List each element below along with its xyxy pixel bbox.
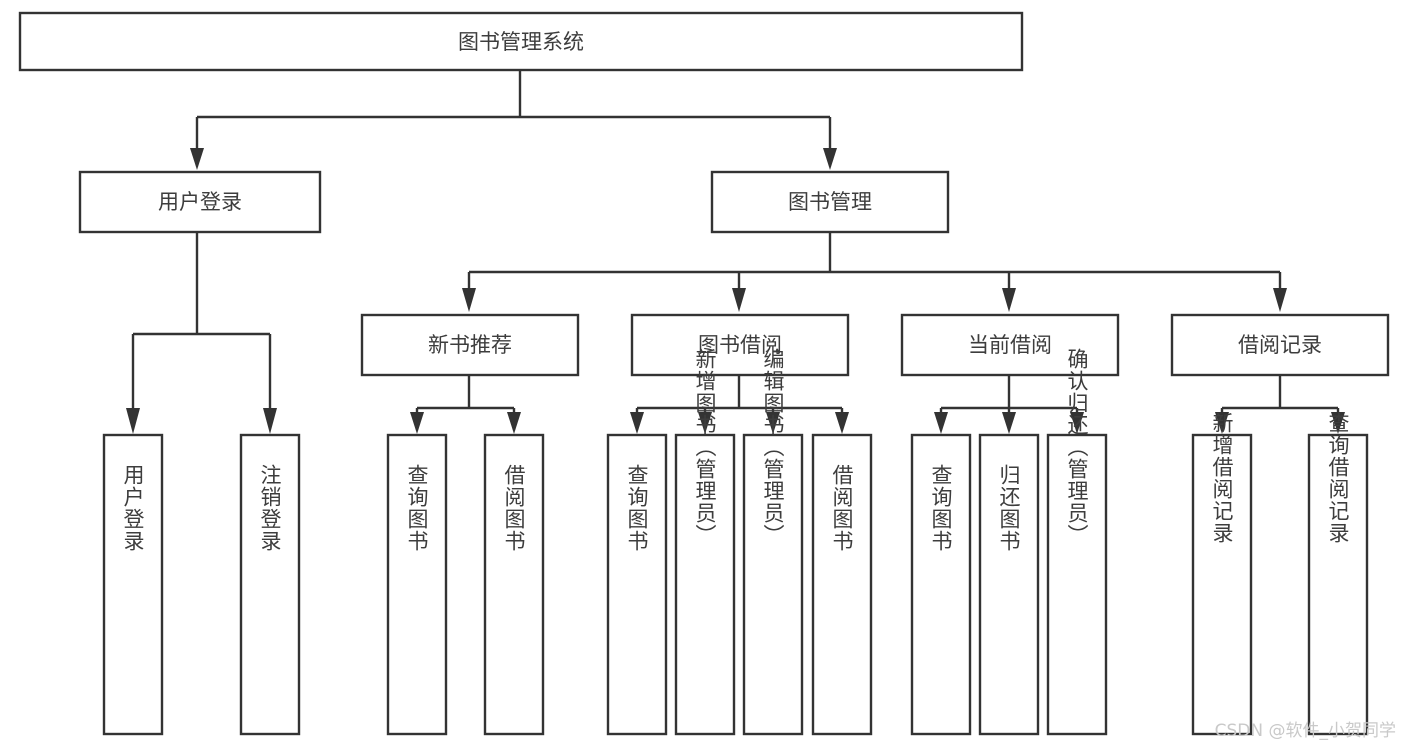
node-user-login[interactable]: 用户登录 [78, 170, 322, 234]
node-leaf-user-login-box[interactable] [102, 433, 164, 736]
arrow-icon-leaf-rec-borrow [507, 412, 521, 434]
node-leaf-borrow-query[interactable]: 查询图书 [606, 433, 668, 736]
node-current-borrow[interactable]: 当前借阅 [900, 313, 1120, 377]
node-leaf-cur-confirm-box[interactable] [1046, 433, 1108, 736]
arrow-icon-new-book-rec [462, 288, 476, 312]
arrow-icon-leaf-cur-confirm [1070, 412, 1084, 434]
arrow-icon-leaf-borrow-edit [766, 412, 780, 434]
node-root-box[interactable] [18, 11, 1024, 72]
node-new-book-rec-box[interactable] [360, 313, 580, 377]
node-leaf-rec-query-box[interactable] [386, 433, 448, 736]
arrow-icon-leaf-rec-add [1215, 412, 1229, 434]
node-borrow-record-box[interactable] [1170, 313, 1390, 377]
node-leaf-user-login-label: 用户登录 [121, 464, 145, 552]
arrow-icon-leaf-rec-query [410, 412, 424, 434]
node-root-label: 图书管理系统 [458, 30, 584, 54]
arrow-icon-borrow-record [1273, 288, 1287, 312]
node-leaf-rec-query-record-label: 查询借阅记录 [1326, 412, 1350, 544]
node-leaf-rec-query-record[interactable]: 查询借阅记录 [1307, 412, 1369, 736]
node-leaf-rec-query-label: 查询图书 [405, 464, 429, 552]
arrowhead-layer [126, 148, 1345, 434]
node-leaf-cur-query-label: 查询图书 [929, 464, 953, 552]
node-leaf-rec-add-box[interactable] [1191, 433, 1253, 736]
node-leaf-user-logout-box[interactable] [239, 433, 301, 736]
node-current-borrow-label: 当前借阅 [968, 333, 1052, 357]
arrow-icon-current-borrow [1002, 288, 1016, 312]
arrow-icon-leaf-borrow-query [630, 412, 644, 434]
node-leaf-user-login[interactable]: 用户登录 [102, 433, 164, 736]
node-leaf-user-logout-label: 注销登录 [258, 464, 282, 552]
node-leaf-borrow-lend-label: 借阅图书 [830, 464, 854, 552]
node-book-manage-box[interactable] [710, 170, 950, 234]
node-leaf-cur-return-label: 归还图书 [997, 464, 1021, 552]
node-leaf-rec-borrow-label: 借阅图书 [502, 464, 526, 552]
node-leaf-rec-add-label: 新增借阅记录 [1210, 412, 1234, 544]
node-leaf-rec-add[interactable]: 新增借阅记录 [1191, 412, 1253, 736]
node-leaf-borrow-edit-box[interactable] [742, 433, 804, 736]
arrow-icon-book-manage [823, 148, 837, 170]
node-leaf-borrow-add[interactable]: 新增图书（管理员） [674, 348, 736, 736]
arrow-icon-user-login [190, 148, 204, 170]
node-leaf-cur-query-box[interactable] [910, 433, 972, 736]
node-leaf-borrow-query-label: 查询图书 [625, 464, 649, 552]
node-leaf-borrow-query-box[interactable] [606, 433, 668, 736]
node-leaf-cur-query[interactable]: 查询图书 [910, 433, 972, 736]
node-leaf-cur-return-box[interactable] [978, 433, 1040, 736]
node-leaf-borrow-lend-box[interactable] [811, 433, 873, 736]
node-book-borrow[interactable]: 图书借阅 [630, 313, 850, 377]
node-leaf-rec-borrow-box[interactable] [483, 433, 545, 736]
arrow-icon-book-borrow [732, 288, 746, 312]
node-leaf-borrow-edit[interactable]: 编辑图书（管理员） [742, 348, 804, 736]
node-leaf-rec-borrow[interactable]: 借阅图书 [483, 433, 545, 736]
node-book-borrow-box[interactable] [630, 313, 850, 377]
node-new-book-rec-label: 新书推荐 [428, 333, 512, 357]
arrow-icon-leaf-cur-return [1002, 412, 1016, 434]
node-book-manage[interactable]: 图书管理 [710, 170, 950, 234]
node-leaf-rec-query[interactable]: 查询图书 [386, 433, 448, 736]
node-leaf-borrow-edit-label: 编辑图书（管理员） [761, 348, 785, 546]
node-leaf-cur-return[interactable]: 归还图书 [978, 433, 1040, 736]
node-user-login-box[interactable] [78, 170, 322, 234]
node-leaf-cur-confirm-label: 确认归还（管理员） [1065, 348, 1089, 546]
node-leaf-borrow-lend[interactable]: 借阅图书 [811, 433, 873, 736]
node-root[interactable]: 图书管理系统 [18, 11, 1024, 72]
node-leaf-rec-query-record-box[interactable] [1307, 433, 1369, 736]
node-book-manage-label: 图书管理 [788, 190, 872, 214]
node-borrow-record[interactable]: 借阅记录 [1170, 313, 1390, 377]
arrow-icon-leaf-user-logout [263, 408, 277, 434]
arrow-icon-leaf-borrow-add [698, 412, 712, 434]
node-book-borrow-label: 图书借阅 [698, 333, 782, 357]
arrow-icon-leaf-borrow-lend [835, 412, 849, 434]
node-borrow-record-label: 借阅记录 [1238, 333, 1322, 357]
arrow-icon-leaf-rec-query-record [1331, 412, 1345, 434]
arrow-icon-leaf-user-login [126, 408, 140, 434]
node-leaf-user-logout[interactable]: 注销登录 [239, 433, 301, 736]
node-leaf-borrow-add-box[interactable] [674, 433, 736, 736]
node-current-borrow-box[interactable] [900, 313, 1120, 377]
node-leaf-borrow-add-label: 新增图书（管理员） [693, 348, 717, 546]
node-leaf-cur-confirm[interactable]: 确认归还（管理员） [1046, 348, 1108, 736]
node-user-login-label: 用户登录 [158, 190, 242, 214]
arrow-icon-leaf-cur-query [934, 412, 948, 434]
node-new-book-rec[interactable]: 新书推荐 [360, 313, 580, 377]
csdn-watermark: CSDN @软件_小贺同学 [1215, 721, 1396, 741]
